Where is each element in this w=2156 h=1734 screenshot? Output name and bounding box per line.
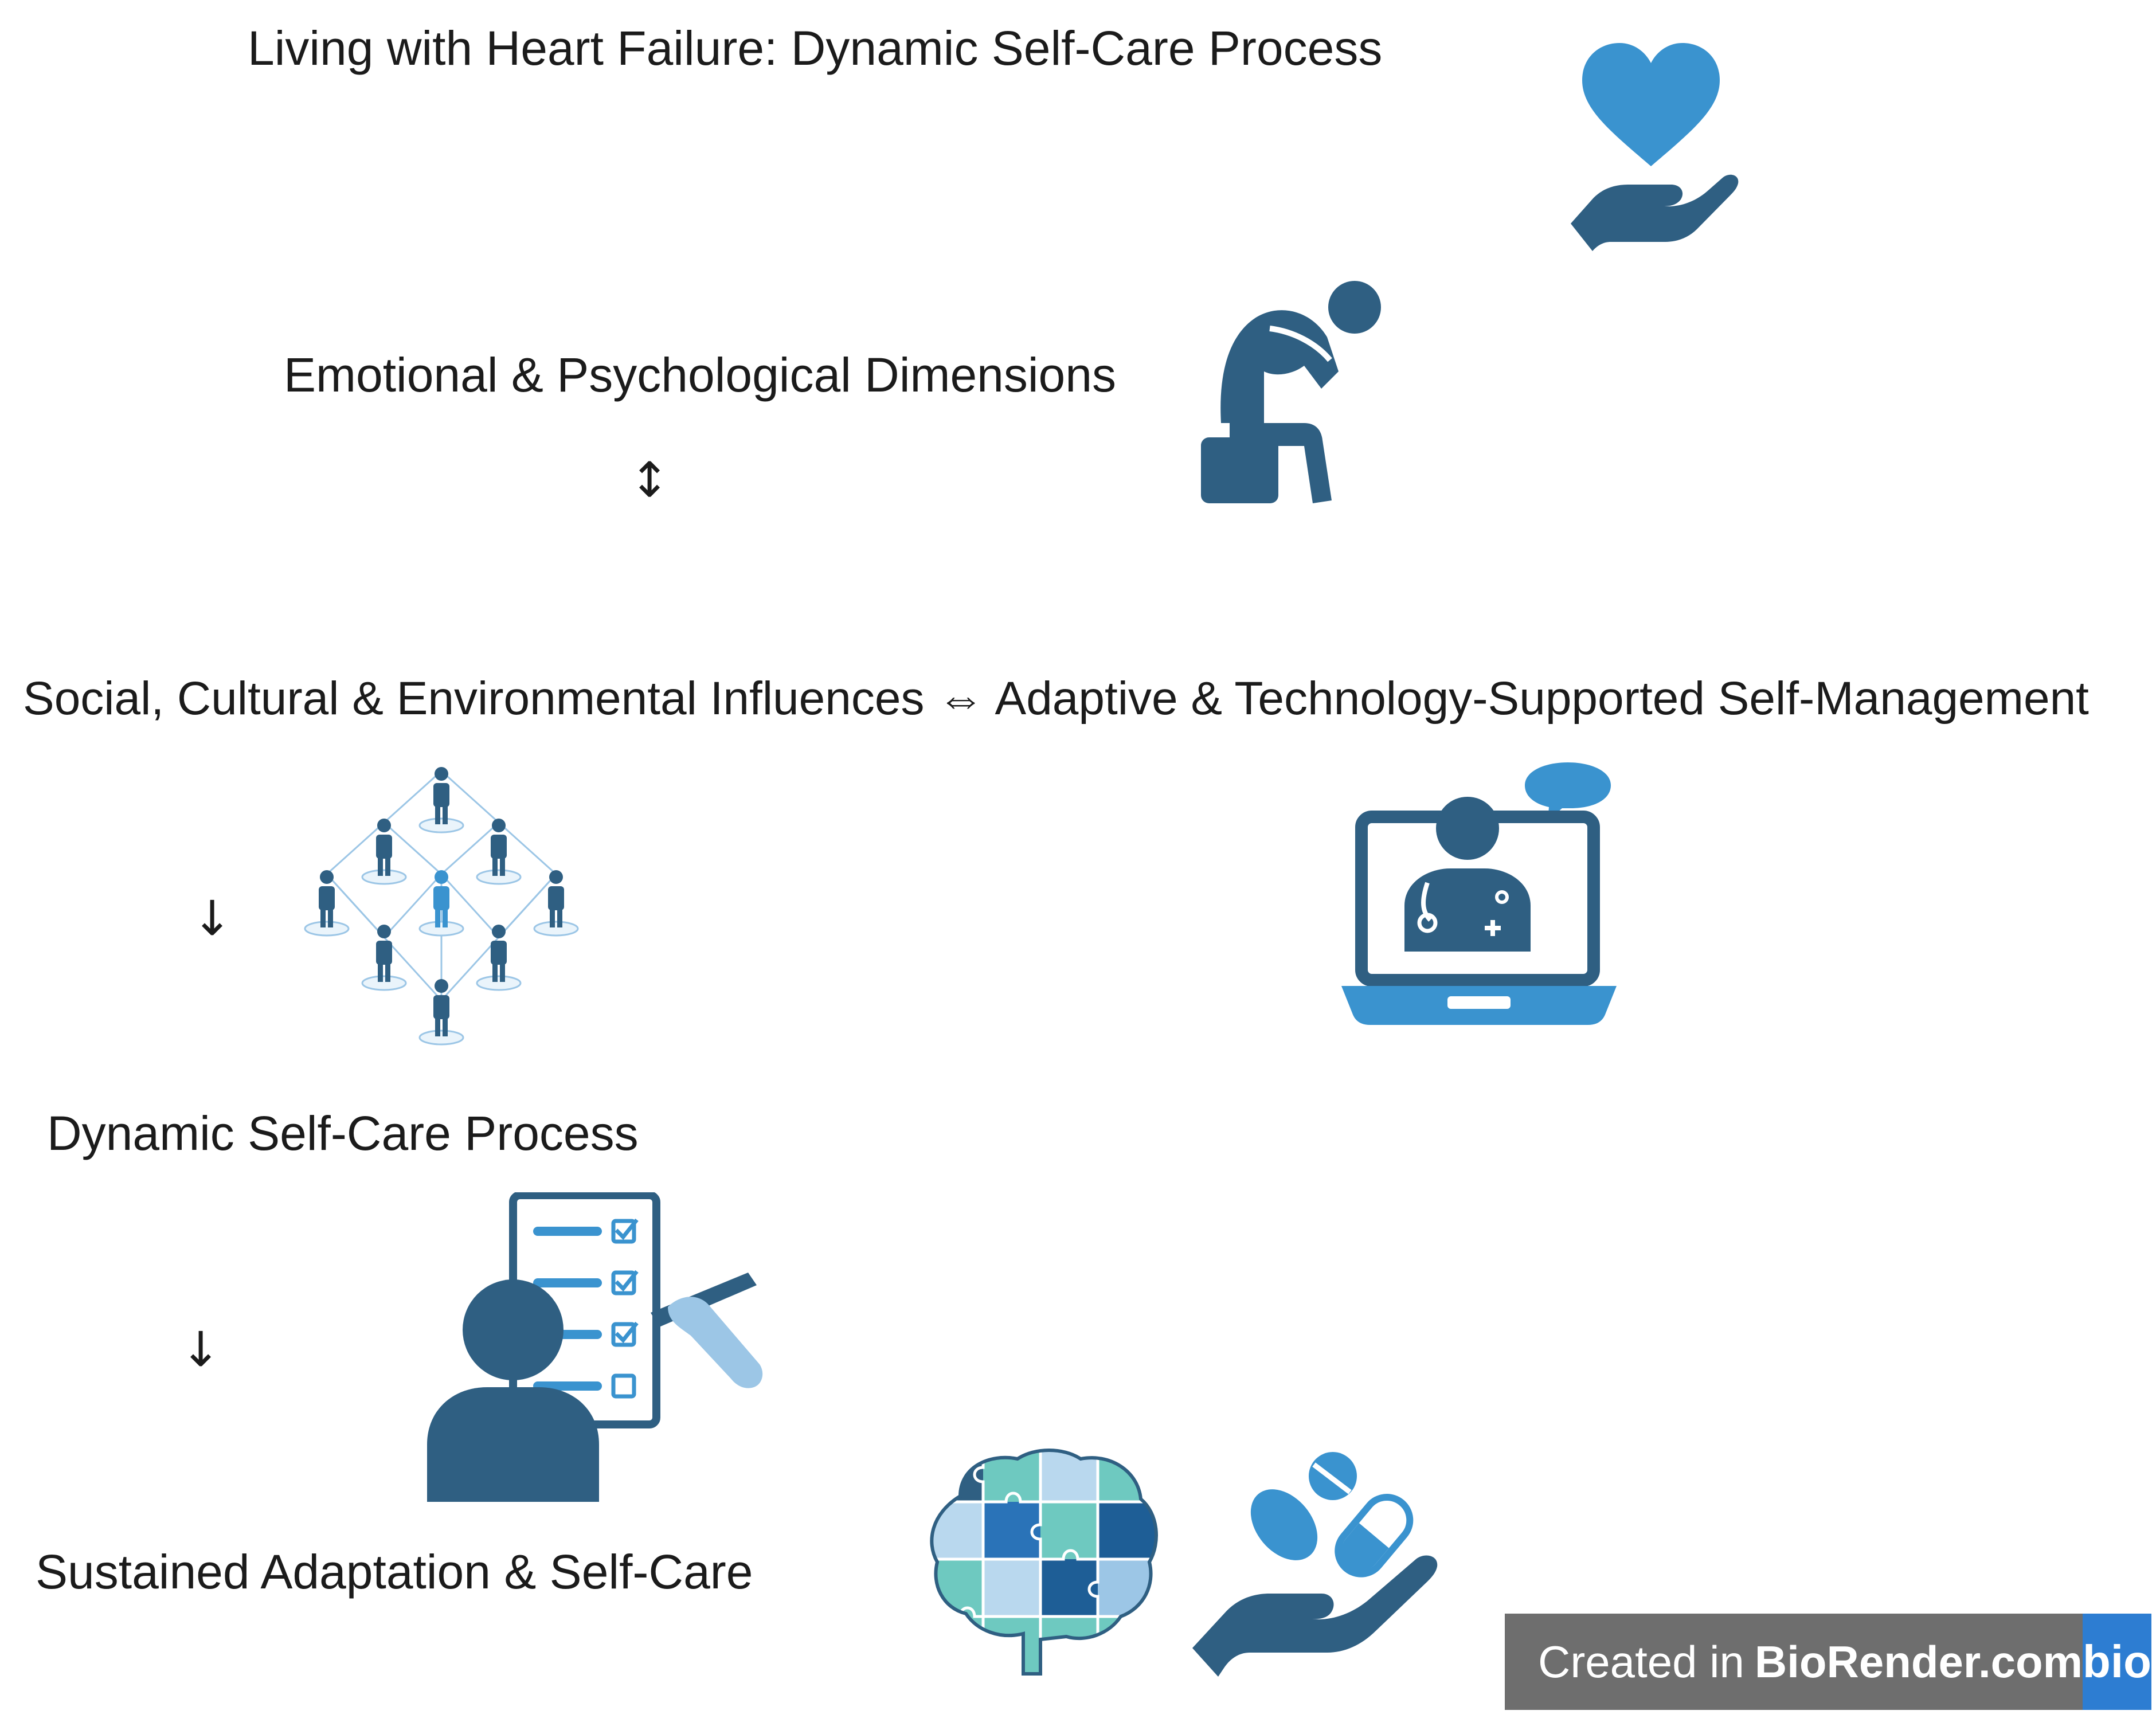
node-sustained-adaptation: Sustained Adaptation & Self-Care bbox=[36, 1545, 753, 1599]
node-dynamic-self-care: Dynamic Self-Care Process bbox=[47, 1106, 639, 1160]
down-arrow-1: ↓ bbox=[192, 890, 233, 946]
medication-hand-icon bbox=[1192, 1452, 1438, 1677]
biorender-badge[interactable]: Created in BioRender.com bio bbox=[1505, 1614, 2151, 1710]
puzzle-brain-icon bbox=[930, 1449, 1158, 1676]
down-arrow-2: ↓ bbox=[181, 1321, 221, 1377]
biorender-badge-text: Created in BioRender.com bbox=[1505, 1614, 2083, 1710]
patient-checklist-icon bbox=[427, 1192, 763, 1502]
heart-in-hand-icon bbox=[1571, 43, 1739, 251]
biorender-logo: bio bbox=[2083, 1614, 2151, 1710]
badge-prefix: Created in bbox=[1538, 1636, 1744, 1687]
node-social-technology: Social, Cultural & Environmental Influen… bbox=[23, 672, 2089, 725]
distressed-person-icon bbox=[1201, 281, 1381, 503]
telehealth-laptop-icon bbox=[1341, 762, 1617, 1025]
social-network-icon bbox=[304, 767, 579, 1046]
badge-brand: BioRender.com bbox=[1754, 1636, 2083, 1687]
bidirectional-arrow: ↕ bbox=[629, 452, 670, 508]
diagram-title: Living with Heart Failure: Dynamic Self-… bbox=[248, 21, 1383, 75]
node-emotional-psychological: Emotional & Psychological Dimensions bbox=[284, 348, 1116, 402]
